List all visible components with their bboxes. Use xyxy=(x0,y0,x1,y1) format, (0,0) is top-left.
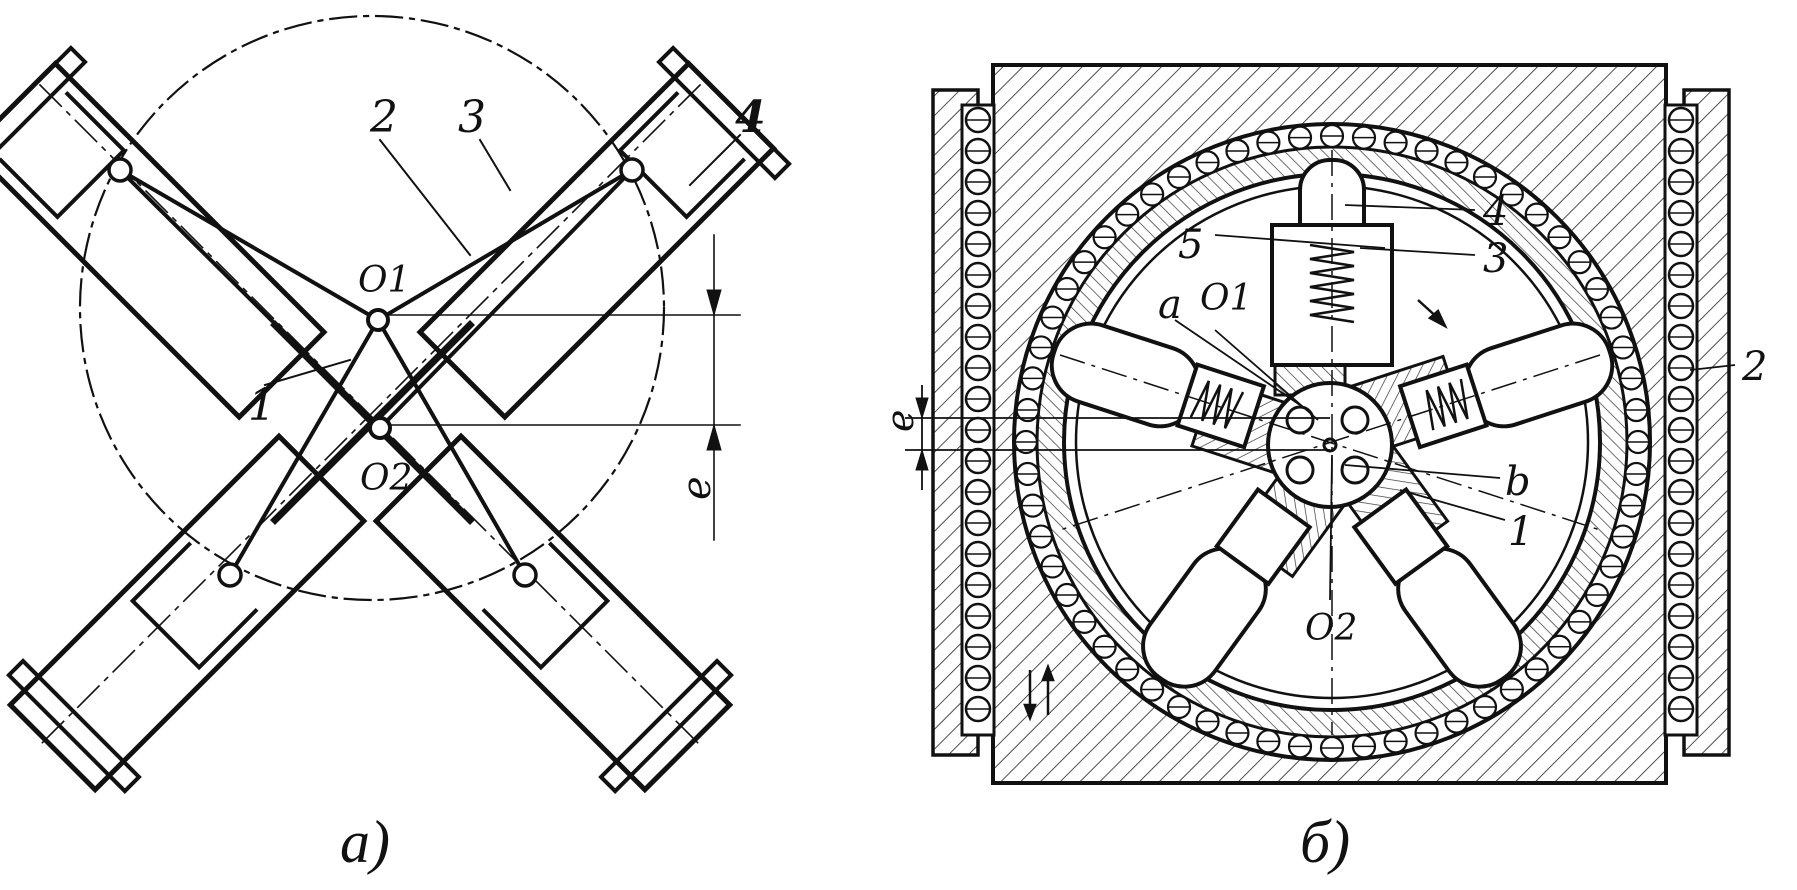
o1-point xyxy=(366,308,390,332)
cylinder-top-right xyxy=(416,45,792,421)
label-b-3: 3 xyxy=(1483,236,1508,282)
center-lines-a xyxy=(38,83,702,747)
label-b-e: e xyxy=(878,410,922,433)
ring-bearing-balls xyxy=(1013,123,1651,761)
label-b-2: 2 xyxy=(1741,344,1767,390)
rotor-circle-a xyxy=(78,14,666,602)
center-lines-b xyxy=(1059,150,1601,735)
caption-b: б) xyxy=(1300,809,1350,875)
label-a-1: 1 xyxy=(248,380,276,431)
e-arrow-b-top xyxy=(915,397,929,420)
right-bearing-balls xyxy=(1663,103,1699,737)
label-b-b: b xyxy=(1505,459,1531,505)
hub-ports xyxy=(1285,405,1370,485)
figure-b xyxy=(905,63,1736,785)
label-a-4: 4 xyxy=(735,92,766,143)
cylinder-bottom-right xyxy=(372,432,734,794)
motion-arrows xyxy=(1023,299,1448,722)
figure-a xyxy=(0,14,792,794)
label-a-o1: O1 xyxy=(358,260,410,301)
o2-point xyxy=(368,416,392,440)
label-b-4: 4 xyxy=(1482,189,1508,235)
label-b-a: a xyxy=(1158,282,1182,328)
left-bearing-balls xyxy=(960,103,996,737)
label-a-e: e xyxy=(674,476,720,500)
e-arrow-b-bottom xyxy=(915,448,929,471)
label-a-2: 2 xyxy=(369,92,398,143)
label-a-o2: O2 xyxy=(360,458,412,499)
connecting-rods xyxy=(117,167,635,578)
label-b-1: 1 xyxy=(1508,509,1533,555)
e-arrow-top xyxy=(706,289,722,317)
cylinder-top-left xyxy=(0,45,328,421)
leader-lines-b xyxy=(1174,204,1736,601)
piston-pins xyxy=(107,157,645,588)
label-a-3: 3 xyxy=(458,92,486,143)
e-arrow-bottom xyxy=(706,423,722,451)
caption-a: а) xyxy=(340,809,390,875)
leader-lines-a xyxy=(263,133,742,387)
label-b-o2: O2 xyxy=(1305,608,1357,649)
cylinder-bottom-left xyxy=(6,432,368,794)
label-b-o1: O1 xyxy=(1200,278,1252,319)
label-b-5: 5 xyxy=(1178,222,1203,268)
